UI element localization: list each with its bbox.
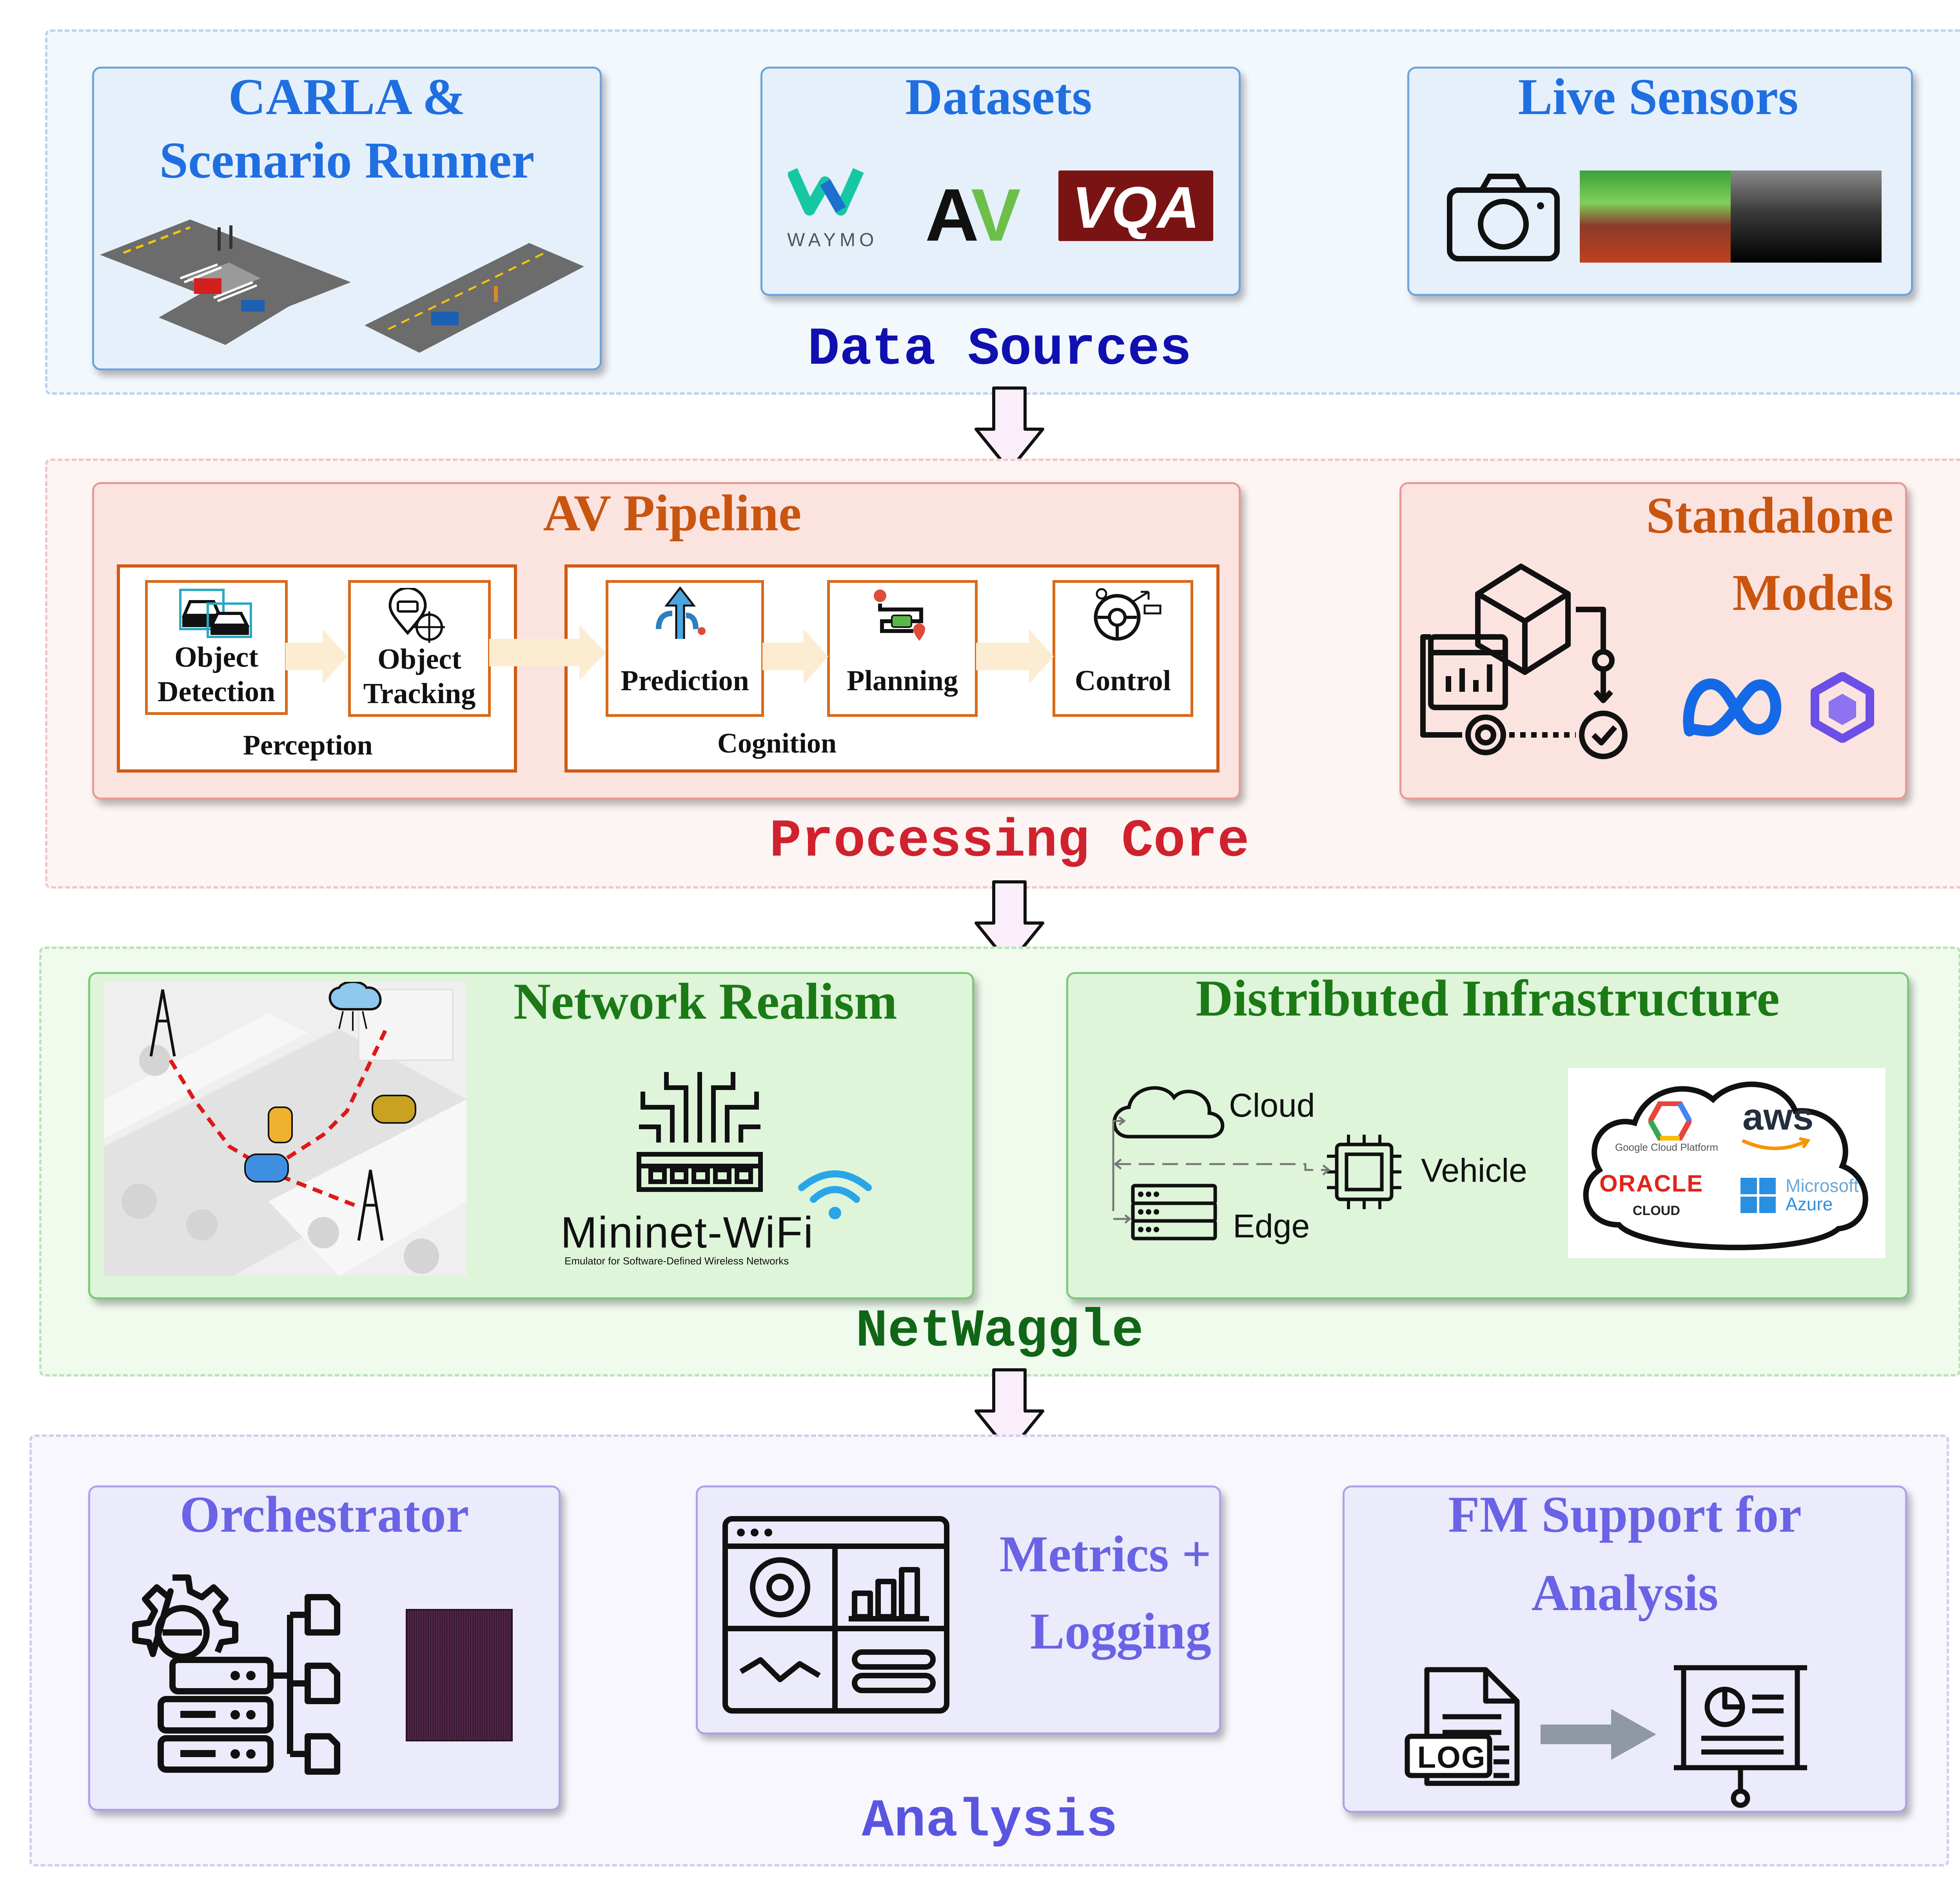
vehicle-label: Vehicle	[1421, 1152, 1527, 1189]
wifi-icon	[798, 1170, 872, 1219]
vqa-logo-text: VQA	[1072, 174, 1200, 240]
mininet-wifi-tagline: Emulator for Software-Defined Wireless N…	[564, 1255, 789, 1267]
v2x-city-illustration	[104, 982, 466, 1276]
qwen-logo-icon	[1811, 672, 1874, 743]
providers-cloud-outline	[1583, 1081, 1868, 1250]
av-logo: AV	[925, 174, 1021, 257]
standalone-title-line2: Models	[1732, 564, 1893, 621]
object-detection-label-2: Detection	[158, 676, 275, 708]
cognition-label: Cognition	[717, 727, 837, 759]
azure-label-1: Microsoft	[1786, 1175, 1859, 1196]
pipeline-arrow-4	[976, 629, 1054, 684]
planning-stage	[827, 580, 978, 717]
meta-logo-icon	[1683, 678, 1781, 736]
waymo-logo-icon	[788, 168, 864, 216]
gray-arrow-icon	[1541, 1709, 1656, 1760]
oracle-cloud-label: CLOUD	[1633, 1203, 1680, 1218]
processing-core-layer-title: Processing Core	[769, 811, 1250, 872]
standalone-title-line1: Standalone	[1646, 486, 1893, 544]
aws-smile-icon	[1742, 1137, 1811, 1150]
orchestrator-server-icon	[132, 1574, 340, 1775]
data-sources-layer-title: Data Sources	[808, 319, 1192, 380]
mininet-wifi-name: Mininet-WiFi	[561, 1208, 814, 1257]
aws-label: aws	[1742, 1096, 1814, 1138]
metrics-title-line1: Metrics +	[999, 1525, 1211, 1583]
fm-title-line2: Analysis	[1531, 1564, 1719, 1621]
perception-label: Perception	[243, 729, 373, 761]
gcp-label: Google Cloud Platform	[1615, 1141, 1719, 1153]
object-tracking-label-1: Object	[377, 643, 461, 675]
infra-topology-diagram	[1112, 1086, 1401, 1241]
orchestrator-screenshot-image	[406, 1609, 513, 1741]
object-tracking-label-2: Tracking	[363, 678, 476, 710]
prediction-label: Prediction	[621, 665, 749, 697]
distributed-infrastructure-title: Distributed Infrastructure	[1196, 969, 1780, 1027]
prediction-arrows-icon	[656, 586, 706, 639]
orchestrator-title: Orchestrator	[180, 1485, 469, 1543]
cars-detection-icon	[179, 589, 252, 638]
flow-arrow-2	[975, 880, 1044, 966]
depth-sensor-image	[1731, 170, 1882, 263]
pipeline-arrow-1	[285, 629, 347, 684]
log-file-icon	[1405, 1667, 1520, 1786]
planning-route-icon	[874, 589, 925, 641]
carla-title-line2: Scenario Runner	[159, 131, 535, 189]
network-realism-title: Network Realism	[514, 972, 897, 1030]
tracking-pin-icon	[388, 588, 445, 643]
standalone-models-card	[1399, 482, 1907, 800]
planning-label: Planning	[847, 665, 958, 697]
rgb-sensor-image	[1580, 170, 1731, 263]
waymo-wordmark: WAYMO	[787, 230, 878, 250]
pipeline-arrow-3	[762, 629, 828, 684]
vqa-logo: VQA	[1058, 170, 1213, 241]
pipeline-arrow-2	[489, 625, 606, 680]
steering-wheel-icon	[1094, 588, 1161, 641]
object-detection-label-1: Object	[174, 641, 258, 673]
road-illustration	[365, 243, 584, 353]
analysis-layer-title: Analysis	[862, 1791, 1118, 1852]
intersection-illustration	[100, 219, 351, 345]
flow-arrow-3	[975, 1368, 1044, 1454]
azure-label-2: Azure	[1786, 1194, 1833, 1214]
fm-title-line1: FM Support for	[1448, 1485, 1802, 1543]
oracle-label: ORACLE	[1599, 1170, 1704, 1197]
dashboard-icon	[722, 1516, 949, 1714]
edge-label: Edge	[1233, 1208, 1310, 1244]
metrics-title-line2: Logging	[1030, 1602, 1211, 1660]
flow-arrow-1	[975, 386, 1044, 472]
cloud-label: Cloud	[1229, 1087, 1315, 1124]
model-pipeline-icon	[1420, 564, 1628, 759]
av-pipeline-title: AV Pipeline	[543, 484, 802, 542]
datasets-title: Datasets	[905, 68, 1092, 125]
router-icon	[637, 1072, 763, 1192]
log-badge-label: LOG	[1417, 1740, 1486, 1774]
live-sensors-title: Live Sensors	[1518, 68, 1798, 125]
azure-windows-icon	[1740, 1178, 1776, 1213]
metrics-logging-card	[696, 1485, 1221, 1734]
gcp-logo-icon	[1648, 1101, 1691, 1141]
carla-title-line1: CARLA &	[228, 68, 466, 125]
presentation-board-icon	[1674, 1665, 1807, 1808]
control-stage	[1053, 580, 1193, 717]
netwaggle-layer-title: NetWaggle	[855, 1301, 1144, 1362]
camera-icon	[1447, 174, 1560, 261]
control-label: Control	[1074, 665, 1171, 697]
